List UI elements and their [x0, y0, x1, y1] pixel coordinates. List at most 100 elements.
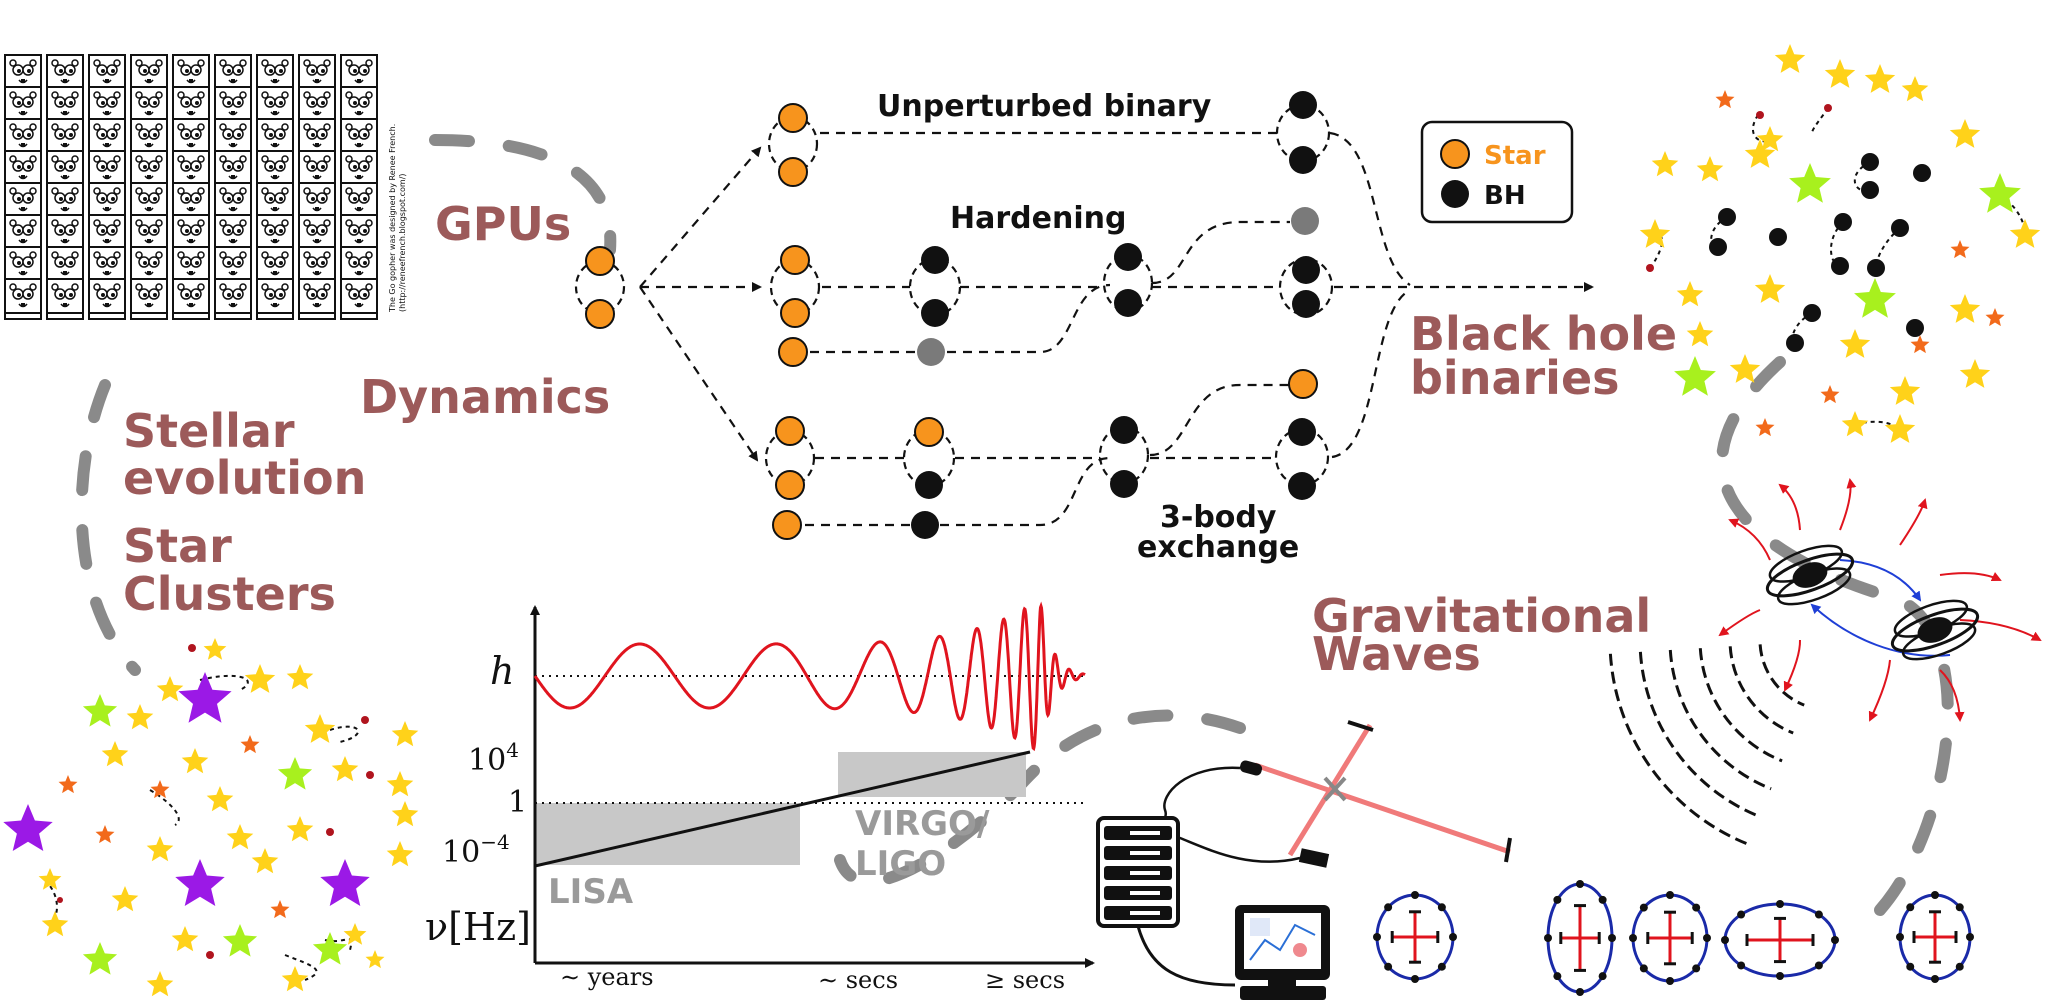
dot-icon	[1891, 219, 1909, 237]
binary-orbit	[329, 725, 360, 743]
star-icon	[1889, 376, 1921, 405]
legend-bh-swatch	[1441, 180, 1469, 208]
star-clusters-label-1: Star	[123, 519, 232, 573]
star-icon	[150, 780, 170, 799]
dot-icon	[361, 716, 369, 724]
star-icon	[281, 966, 309, 992]
chirp-waveform	[533, 601, 1086, 752]
gw-emission-arrow-8	[1783, 639, 1802, 692]
star-node	[772, 510, 802, 540]
star-icon	[277, 757, 313, 790]
star-icon	[222, 924, 258, 957]
gopher-icon	[298, 278, 336, 320]
star-node	[778, 337, 808, 367]
h-label: h	[490, 649, 514, 693]
gw-emission-arrow-7	[1868, 659, 1891, 722]
star-icon	[3, 804, 53, 851]
dynamics-flow: Unperturbed binary Hardening	[574, 89, 1594, 565]
dot-icon	[1867, 259, 1885, 277]
legend-bh-label: BH	[1484, 181, 1526, 211]
black-hole-binaries-label-1: Black hole	[1410, 307, 1677, 361]
star-icon	[156, 676, 184, 702]
star-icon	[244, 664, 276, 693]
dot-icon	[1834, 213, 1852, 231]
gw-plot: h 104 1 10−4 ν[Hz] ∼ years ∼ secs ≥ secs…	[425, 601, 1095, 994]
gw-emission-arrow-10	[1728, 518, 1771, 561]
binary-orbit	[1874, 227, 1901, 269]
star-icon	[1820, 385, 1840, 404]
x-tick-secs: ∼ secs	[818, 966, 898, 994]
y-tick-mid: 1	[508, 785, 527, 820]
legend-star-swatch	[1440, 139, 1470, 169]
star-node	[778, 103, 808, 133]
star-icon	[178, 672, 232, 723]
dot-icon	[1756, 111, 1764, 119]
star-icon	[203, 638, 227, 660]
star-icon	[286, 664, 314, 690]
grey-node	[917, 338, 945, 366]
gopher-icon	[46, 278, 84, 320]
dynamics-label: Dynamics	[360, 370, 610, 424]
dot-icon	[1718, 208, 1736, 226]
gw-wavefront-4	[1668, 649, 1772, 791]
star-icon	[1639, 219, 1671, 248]
dot-icon	[1803, 304, 1821, 322]
star-icon	[365, 950, 385, 969]
gopher-icon	[256, 278, 294, 320]
star-icon	[1884, 414, 1916, 443]
frequency-track	[534, 750, 1031, 868]
gopher-credit-1: The Go gopher was designed by Renee Fren…	[388, 124, 397, 313]
bh-node	[921, 299, 949, 327]
star-cluster-top-right-icon	[1639, 44, 2041, 443]
star-icon	[320, 859, 370, 906]
dot-icon	[1646, 264, 1654, 272]
star-icon	[1959, 359, 1991, 388]
gw-emission-arrow-2	[1839, 478, 1857, 531]
star-icon	[1839, 329, 1871, 358]
gopher-icon	[214, 278, 252, 320]
dot-icon	[1831, 257, 1849, 275]
x-tick-years: ∼ years	[560, 963, 654, 991]
tidal-ellipse-5	[1896, 891, 1974, 983]
legend-star-label: Star	[1484, 141, 1546, 171]
stellar-evolution-label-1: Stellar	[123, 404, 295, 458]
star-icon	[1949, 294, 1981, 323]
y-tick-bottom: 10−4	[442, 830, 510, 870]
star-icon	[1686, 321, 1714, 347]
star-icon	[1789, 163, 1831, 203]
gpus-label: GPUs	[435, 197, 571, 251]
star-icon	[146, 971, 174, 997]
dot-icon	[1709, 238, 1727, 256]
star-icon	[1676, 281, 1704, 307]
star-icon	[226, 824, 254, 850]
star-node	[585, 246, 615, 276]
star-icon	[1715, 90, 1735, 109]
dot-icon	[366, 771, 374, 779]
star-node	[1288, 369, 1318, 399]
star-icon	[391, 721, 419, 747]
star-icon	[240, 735, 260, 754]
star-icon	[304, 714, 336, 743]
star-icon	[1651, 151, 1679, 177]
star-icon	[2009, 219, 2041, 248]
star-node	[775, 470, 805, 500]
binary-orbit	[1710, 216, 1728, 249]
star-icon	[1979, 173, 2021, 213]
binary-orbit	[44, 879, 58, 926]
star-icon	[82, 942, 118, 975]
tidal-ellipse-1	[1373, 891, 1457, 983]
star-icon	[95, 825, 115, 844]
star-icon	[386, 771, 414, 797]
bh-node	[1110, 416, 1138, 444]
dot-icon	[206, 951, 214, 959]
gw-emission-arrow-5	[1959, 619, 2042, 641]
server-rack-icon	[1096, 816, 1236, 987]
gw-wavefront-2	[1728, 646, 1794, 735]
star-icon	[1985, 308, 2005, 327]
dot-icon	[1913, 164, 1931, 182]
gw-emission-arrow-4	[1939, 572, 2002, 582]
star-icon	[1755, 418, 1775, 437]
star-icon	[251, 848, 279, 874]
star-icon	[175, 859, 225, 906]
dot-icon	[1824, 104, 1832, 112]
